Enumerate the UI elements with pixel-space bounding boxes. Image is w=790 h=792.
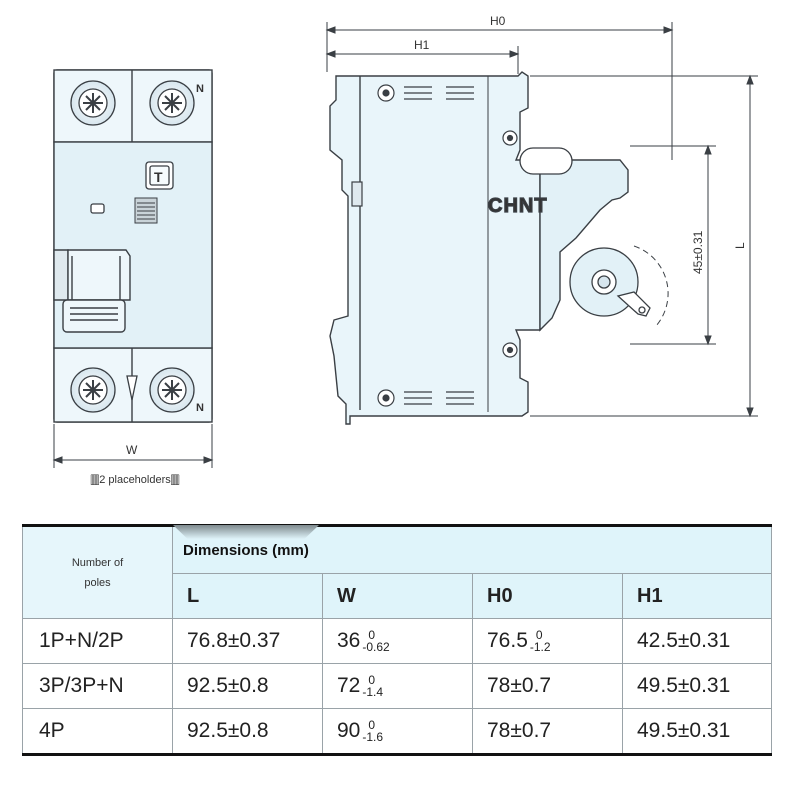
- width-dimension: [52, 424, 214, 468]
- h0-label: H0: [490, 14, 506, 28]
- h1-cell: 49.5±0.31: [621, 663, 773, 709]
- length-label: L: [733, 242, 747, 249]
- w-tol-lower: -1.6: [362, 730, 384, 745]
- side-view: [329, 71, 629, 425]
- w-tolerance: 0-0.62: [362, 629, 389, 653]
- length-dimension: [530, 74, 758, 418]
- w-base: 90: [337, 718, 361, 742]
- rail-label: 45±0.31: [691, 230, 705, 274]
- rotary-knob: [569, 245, 669, 327]
- column-header-h0: H0: [472, 573, 623, 619]
- toggle-lever: [53, 249, 131, 333]
- h0-dimension: [325, 22, 674, 160]
- header-tab: [173, 525, 319, 539]
- width-label: W: [126, 443, 138, 457]
- w-tolerance: 0-1.6: [362, 719, 383, 743]
- w-tolerance: 0-1.4: [362, 674, 383, 698]
- terminal-top-right: [149, 80, 195, 126]
- h0-tol-lower: -1.2: [529, 640, 551, 655]
- h1-label: H1: [414, 38, 430, 52]
- terminal-bottom-left: [70, 367, 116, 413]
- w-tol-lower: -1.4: [362, 685, 384, 700]
- dimensions-header-label: Dimensions (mm): [183, 541, 309, 559]
- front-view: [53, 69, 213, 423]
- poles-cell: 3P/3P+N: [22, 663, 173, 709]
- dimensions-header: Dimensions (mm): [171, 524, 773, 574]
- column-header-h1: H1: [621, 573, 773, 619]
- w-tol-upper: 0: [368, 628, 376, 643]
- column-header-w: W: [322, 573, 473, 619]
- side-slot: [519, 147, 573, 175]
- figure-caption: 🀫2 placeholders🀫: [90, 474, 180, 486]
- technical-drawing: N N T W: [52, 14, 758, 468]
- table-column-header-row: L W H0 H1: [23, 573, 773, 619]
- terminal-bottom-right: [149, 367, 195, 413]
- w-base: 36: [337, 628, 361, 652]
- poles-cell: 4P: [22, 708, 173, 756]
- test-button-label: T: [154, 169, 163, 185]
- poles-header: Number of poles: [22, 524, 173, 619]
- w-tol-upper: 0: [368, 718, 376, 733]
- rail-dimension: [630, 144, 716, 346]
- column-header-l: L: [172, 573, 323, 619]
- l-cell: 92.5±0.8: [172, 663, 323, 709]
- table-group-header-row: Number of poles Dimensions (mm): [22, 524, 773, 619]
- indicator-window: [90, 203, 105, 214]
- neutral-label-bottom: N: [196, 402, 204, 414]
- h1-cell: 49.5±0.31: [621, 708, 773, 756]
- w-tol-upper: 0: [368, 673, 376, 688]
- l-cell: 92.5±0.8: [172, 708, 323, 756]
- terminal-top-left: [70, 80, 116, 126]
- side-body: [329, 71, 541, 425]
- din-rail-clip: [351, 181, 363, 207]
- side-screw-bottom-left: [377, 389, 474, 407]
- side-screw-top-left: [377, 84, 474, 102]
- w-tol-lower: -0.62: [362, 640, 390, 655]
- neutral-label-top: N: [196, 83, 204, 95]
- l-cell: 76.8±0.37: [172, 618, 323, 664]
- h0-tolerance: 0-1.2: [530, 629, 551, 653]
- test-button: [145, 161, 174, 190]
- h0-base: 76.5: [487, 628, 528, 652]
- h0-tol-upper: 0: [535, 628, 543, 643]
- poles-cell: 1P+N/2P: [22, 618, 173, 664]
- h0-cell: 78±0.7: [472, 663, 623, 709]
- dimensions-table: Number of poles Dimensions (mm) L W H0 H…: [22, 524, 773, 756]
- h1-cell: 42.5±0.31: [621, 618, 773, 664]
- h1-dimension: [325, 46, 520, 74]
- direction-arrow-icon: [126, 375, 138, 401]
- grip-pad: [134, 197, 158, 224]
- brand-logo: CHNT: [488, 195, 548, 217]
- h0-cell: 78±0.7: [472, 708, 623, 756]
- side-screw-right-top: [502, 130, 518, 358]
- w-base: 72: [337, 673, 361, 697]
